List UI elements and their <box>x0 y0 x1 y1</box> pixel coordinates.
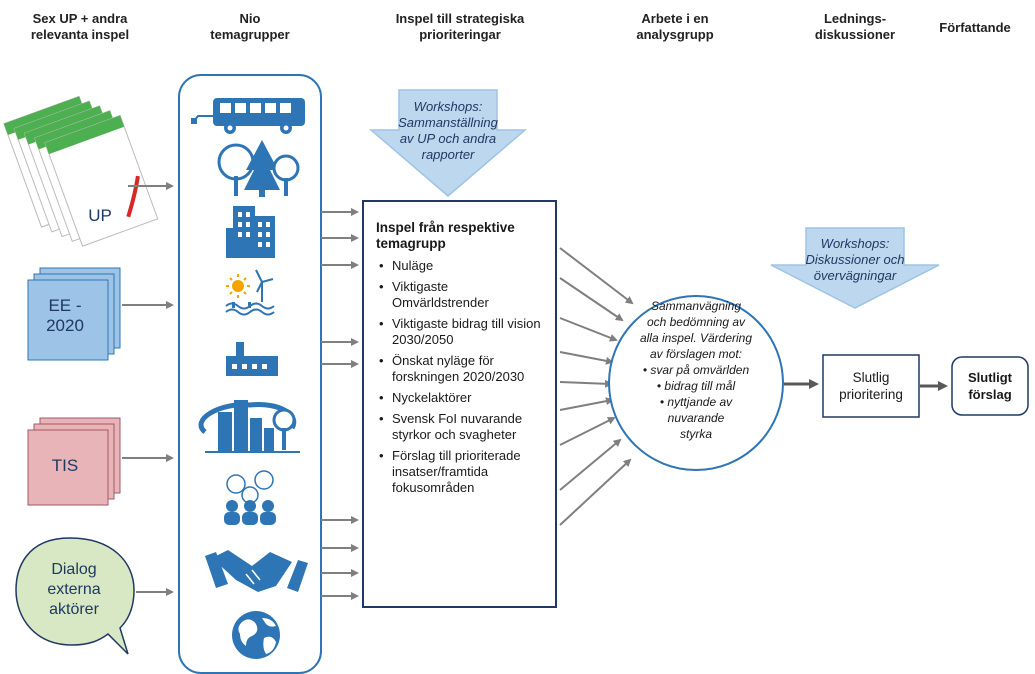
up-label: UP <box>88 206 112 225</box>
list-item: Nyckelaktörer <box>379 390 545 406</box>
tis-documents <box>27 417 121 506</box>
list-item: Svensk FoI nuvarande styrkor och svaghet… <box>379 411 545 443</box>
slutligt-forslag-label: Slutligt förslag <box>967 370 1013 402</box>
bus-icon <box>191 98 305 134</box>
dialog-label: Dialog externa aktörer <box>47 561 101 618</box>
people-discussion-icon <box>224 470 276 525</box>
tis-label: TIS <box>51 456 79 475</box>
list-item: Förslag till prioriterade insatser/framt… <box>379 448 545 496</box>
panel-list: Nuläge Viktigaste Omvärldstrender Viktig… <box>376 258 545 496</box>
header-col1: Sex UP + andra relevanta inspel <box>30 11 130 42</box>
header-col4: Arbete i en analysgrupp <box>636 11 714 42</box>
header-col5: Lednings- diskussioner <box>814 11 896 42</box>
slutligt-forslag-box <box>951 356 1029 416</box>
list-item: Viktigaste Omvärldstrender <box>379 279 545 311</box>
ee-label: EE - 2020 <box>46 296 84 335</box>
list-item: Önskat nyläge för forskningen 2020/2030 <box>379 353 545 385</box>
header-col3: Inspel till strategiska prioriteringar <box>395 11 525 42</box>
panel-title: Inspel från respektive temagrupp <box>376 220 515 251</box>
analysis-text: Sammanvägning och bedömning av alla insp… <box>639 299 753 441</box>
building-icon <box>226 206 275 258</box>
slutlig-prioritering-label: Slutlig prioritering <box>839 370 903 402</box>
panel-to-circle-arrows <box>559 247 634 526</box>
inspel-panel: Inspel från respektive temagrupp Nuläge … <box>362 200 557 608</box>
slutlig-prioritering-box <box>822 354 920 418</box>
header-col2: Nio temagrupper <box>210 11 290 42</box>
dialog-bubble <box>15 537 135 655</box>
analysis-circle <box>608 295 784 471</box>
renewable-energy-icon <box>225 269 275 316</box>
list-item: Viktigaste bidrag till vision 2030/2050 <box>379 316 545 348</box>
workshop1-text: Workshops: Sammanställning av UP och and… <box>398 99 498 162</box>
handshake-icon <box>205 550 308 592</box>
workshop2-text: Workshops: Diskussioner och övervägninga… <box>805 236 905 283</box>
header-col6: Författande <box>939 20 1011 35</box>
theme-to-panel-arrows <box>321 208 359 600</box>
up-documents <box>3 95 159 247</box>
globe-icon <box>232 611 280 659</box>
list-item: Nuläge <box>379 258 545 274</box>
smart-city-icon <box>198 400 300 453</box>
workshop2-arrow <box>770 227 940 309</box>
factory-icon <box>226 342 278 376</box>
trees-icon <box>217 140 300 197</box>
workshop1-arrow <box>368 89 528 197</box>
ee-documents <box>27 267 121 361</box>
